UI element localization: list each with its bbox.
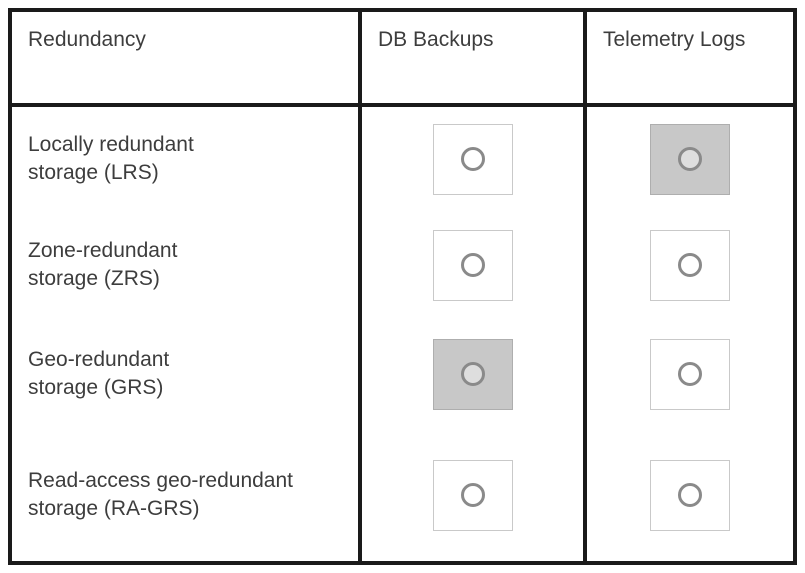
radio-box-grs-telemetry-logs[interactable] bbox=[650, 338, 730, 410]
column-header-db-backups: DB Backups bbox=[358, 12, 583, 107]
row-label-line: Locally redundant bbox=[28, 133, 194, 156]
cell-lrs-telemetry-logs bbox=[583, 107, 793, 211]
radio-button-ra-grs-db-backups-icon[interactable] bbox=[460, 483, 485, 507]
radio-box-ra-grs-db-backups[interactable] bbox=[432, 459, 513, 531]
row-label-line: storage (ZRS) bbox=[28, 267, 160, 290]
radio-button-ra-grs-telemetry-logs-icon[interactable] bbox=[678, 483, 702, 507]
row-label-lrs: Locally redundant storage (LRS) bbox=[12, 107, 358, 211]
radio-box-ra-grs-telemetry-logs[interactable] bbox=[650, 459, 730, 531]
cell-ra-grs-telemetry-logs bbox=[583, 429, 793, 561]
radio-box-grs-db-backups[interactable] bbox=[432, 338, 513, 410]
row-label-zrs: Zone-redundant storage (ZRS) bbox=[12, 211, 358, 319]
redundancy-options-table: Redundancy DB Backups Telemetry Logs Loc… bbox=[8, 8, 797, 565]
row-label-line: Read-access geo-redundant bbox=[28, 469, 294, 492]
column-header-telemetry-logs: Telemetry Logs bbox=[583, 12, 793, 107]
row-label-grs: Geo-redundant storage (GRS) bbox=[12, 319, 358, 429]
radio-button-lrs-telemetry-logs-icon[interactable] bbox=[678, 147, 702, 171]
column-header-redundancy: Redundancy bbox=[12, 12, 358, 107]
radio-box-lrs-db-backups[interactable] bbox=[432, 123, 513, 195]
row-label-line: storage (GRS) bbox=[28, 376, 164, 399]
row-label-line: storage (RA-GRS) bbox=[28, 497, 200, 520]
cell-ra-grs-db-backups bbox=[358, 429, 583, 561]
radio-button-lrs-db-backups-icon[interactable] bbox=[460, 147, 485, 171]
cell-grs-telemetry-logs bbox=[583, 319, 793, 429]
cell-grs-db-backups bbox=[358, 319, 583, 429]
cell-zrs-db-backups bbox=[358, 211, 583, 319]
row-label-line: Zone-redundant bbox=[28, 239, 178, 262]
radio-box-lrs-telemetry-logs[interactable] bbox=[650, 123, 730, 195]
cell-zrs-telemetry-logs bbox=[583, 211, 793, 319]
cell-lrs-db-backups bbox=[358, 107, 583, 211]
radio-box-zrs-telemetry-logs[interactable] bbox=[650, 229, 730, 301]
radio-box-zrs-db-backups[interactable] bbox=[432, 229, 513, 301]
row-label-line: Geo-redundant bbox=[28, 348, 170, 371]
radio-button-zrs-telemetry-logs-icon[interactable] bbox=[678, 253, 702, 277]
radio-button-grs-telemetry-logs-icon[interactable] bbox=[678, 362, 702, 386]
row-label-line: storage (LRS) bbox=[28, 161, 159, 184]
radio-button-grs-db-backups-icon[interactable] bbox=[460, 362, 485, 386]
row-label-ra-grs: Read-access geo-redundant storage (RA-GR… bbox=[12, 429, 358, 561]
radio-button-zrs-db-backups-icon[interactable] bbox=[460, 253, 485, 277]
